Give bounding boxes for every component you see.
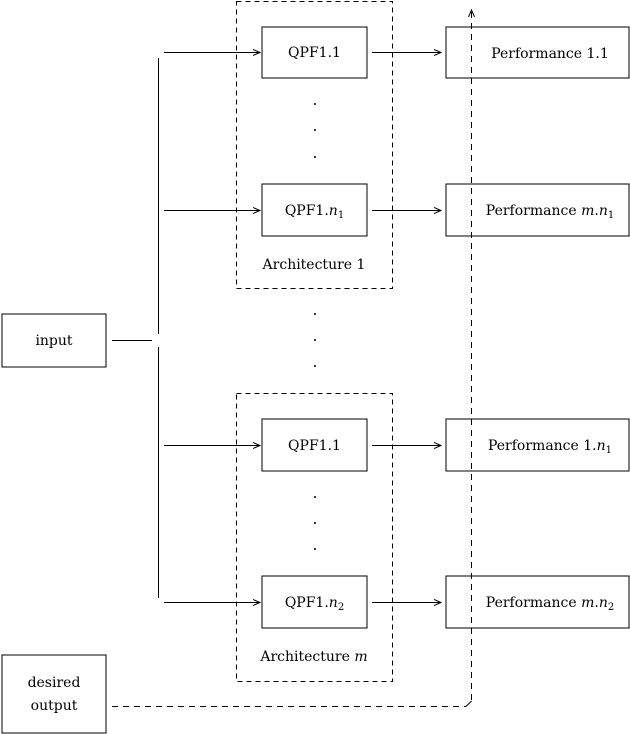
ellipsis-dots (314, 103, 316, 550)
architecture-m-label: Architecture m (259, 649, 367, 665)
svg-text:Performance m.n2: Performance m.n2 (486, 595, 614, 613)
performance-1-n1: Performance 1.n1 (445, 418, 630, 472)
performance-m-n2: Performance m.n2 (445, 575, 630, 629)
qpf-a1-1: QPF1.1 (261, 26, 368, 79)
input-label: input (35, 333, 72, 349)
qpf-am-n2: QPF1.n2 (261, 575, 368, 629)
desired-output-node: desired output (1, 654, 107, 734)
svg-text:QPF1.n1: QPF1.n1 (285, 203, 344, 221)
branch-arrows (164, 53, 260, 603)
svg-text:QPF1.1: QPF1.1 (288, 45, 341, 61)
qpf-to-performance-arrows (372, 53, 441, 603)
qpf-a1-n1: QPF1.n1 (261, 183, 368, 237)
svg-text:Performance m.n1: Performance m.n1 (486, 203, 614, 221)
desired-output-line1: desired (28, 675, 81, 691)
performance-m-n1: Performance m.n1 (445, 183, 630, 237)
svg-text:QPF1.1: QPF1.1 (288, 438, 341, 454)
svg-text:Performance 1.1: Performance 1.1 (491, 46, 609, 62)
desired-output-feedback (112, 10, 472, 707)
qpf-am-1: QPF1.1 (261, 418, 368, 472)
svg-text:Performance 1.n1: Performance 1.n1 (488, 438, 612, 456)
architecture-1-group: Architecture 1 (236, 1, 393, 289)
input-connector (112, 58, 159, 598)
performance-1-1: Performance 1.1 (445, 26, 630, 79)
architecture-1-label: Architecture 1 (262, 257, 366, 273)
input-node: input (1, 313, 107, 368)
desired-output-line2: output (31, 698, 78, 714)
svg-text:QPF1.n2: QPF1.n2 (285, 595, 344, 613)
architecture-m-group: Architecture m (236, 393, 393, 682)
